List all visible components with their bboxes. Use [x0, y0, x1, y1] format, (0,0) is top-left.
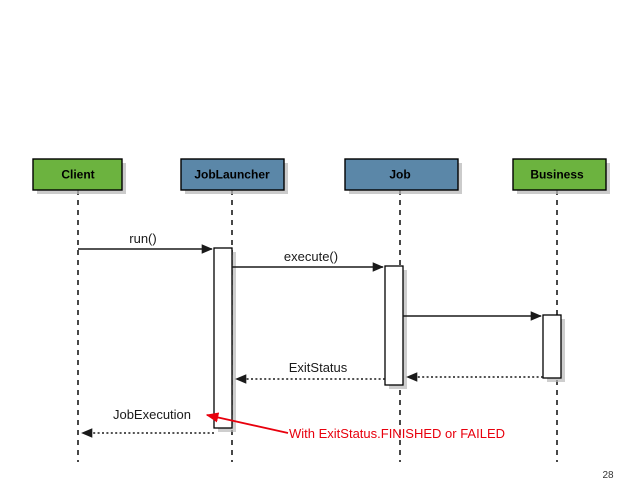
job-label: Job [389, 168, 410, 182]
lifeline-header-business[interactable]: Business [512, 158, 610, 194]
lifeline-header-joblauncher[interactable]: JobLauncher [180, 158, 288, 194]
annotation-exitstatus[interactable]: With ExitStatus.FINISHED or FAILED [205, 412, 505, 441]
activation-bar-business[interactable] [542, 314, 562, 379]
message-label-run: run() [129, 231, 156, 246]
activation-bars [213, 247, 565, 432]
message-exitstatus[interactable]: ExitStatus [235, 360, 385, 384]
lifeline-header-client[interactable]: Client [32, 158, 126, 194]
joblauncher-label: JobLauncher [194, 168, 270, 182]
annotation-arrow-icon [205, 412, 289, 434]
message-label-execute: execute() [284, 249, 338, 264]
message-run[interactable]: run() [78, 231, 213, 254]
message-jobexecution[interactable]: JobExecution [81, 407, 214, 438]
business-label: Business [530, 168, 584, 182]
annotation-text: With ExitStatus.FINISHED or FAILED [289, 426, 505, 441]
joblauncher-box[interactable] [180, 158, 285, 191]
message-label-exitstatus: ExitStatus [289, 360, 348, 375]
job-box[interactable] [344, 158, 459, 191]
lifeline-header-job[interactable]: Job [344, 158, 462, 194]
activation-bar-joblauncher[interactable] [213, 247, 233, 429]
client-label: Client [61, 168, 94, 182]
business-box[interactable] [512, 158, 607, 191]
activation-bar-job[interactable] [384, 265, 404, 386]
page-number: 28 [602, 470, 614, 481]
client-box[interactable] [32, 158, 123, 191]
message-label-jobexecution: JobExecution [113, 407, 191, 422]
message-execute[interactable]: execute() [232, 249, 384, 272]
